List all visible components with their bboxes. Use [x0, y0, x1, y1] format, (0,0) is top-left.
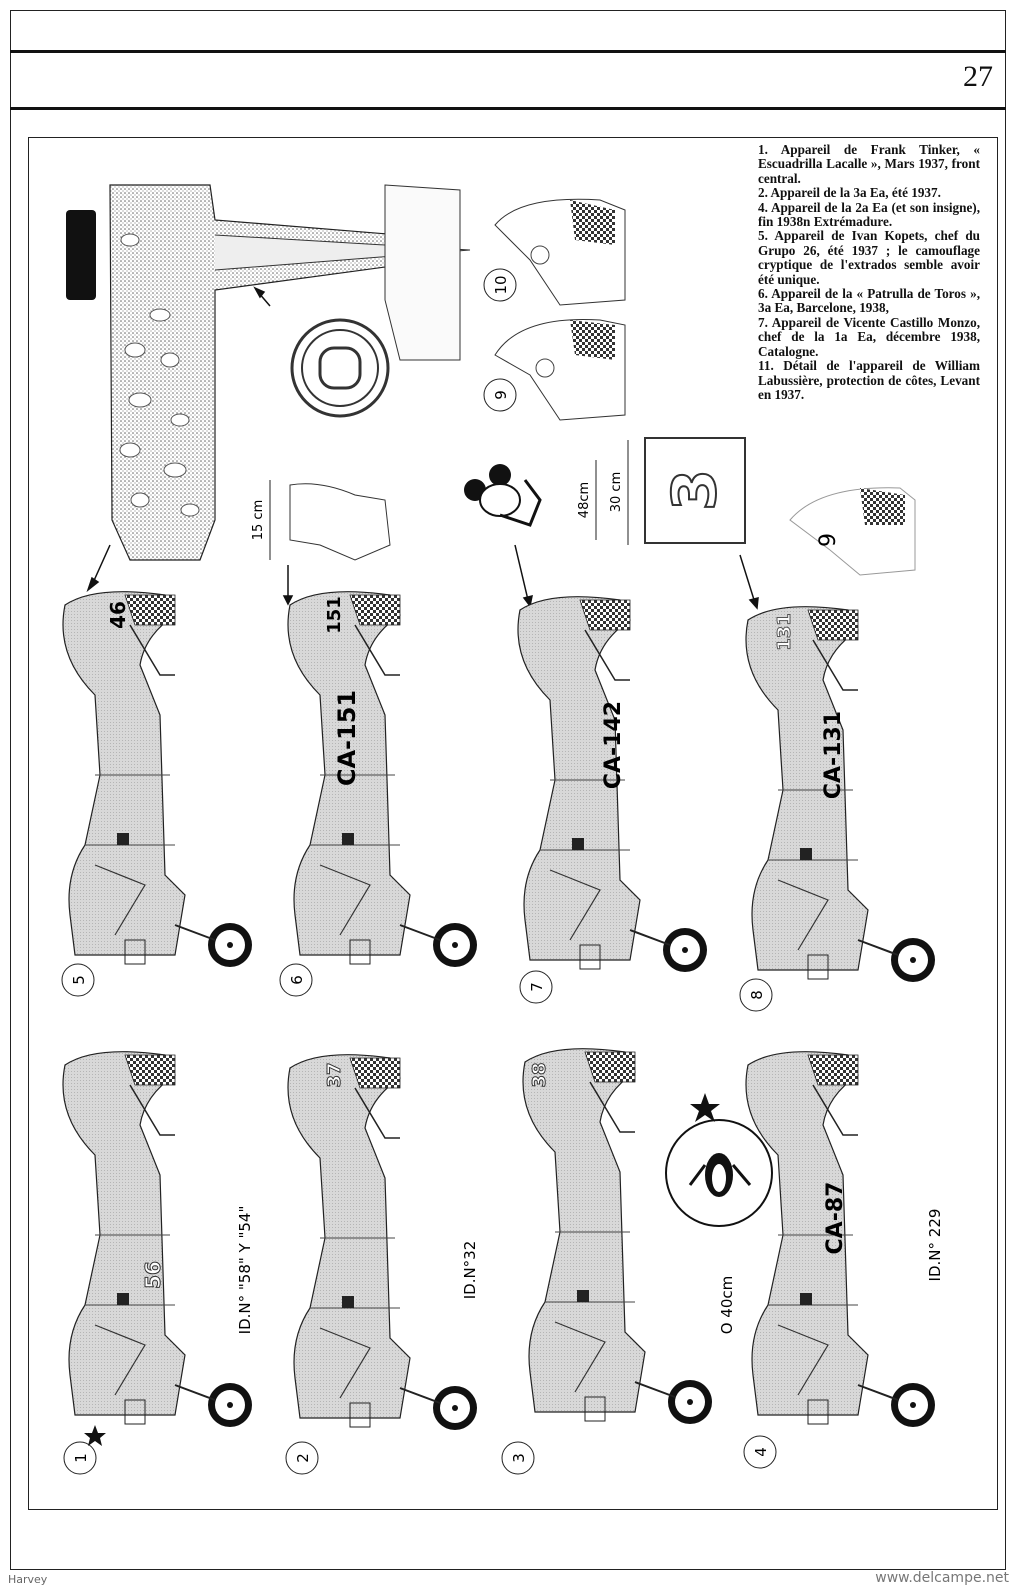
- caption-7: 7. Appareil de Vicente Castillo Monzo, c…: [758, 314, 980, 359]
- tail-11-number: 9: [816, 533, 841, 547]
- label-2: 2: [294, 1453, 312, 1463]
- header-rule-top: [10, 50, 1006, 53]
- footer-site: www.delcampe.net: [875, 1570, 1009, 1586]
- label-3: 3: [510, 1453, 528, 1463]
- side-view-5: [62, 590, 253, 968]
- tail-number-6: 151: [324, 596, 345, 634]
- tail-number-2: 37: [324, 1062, 345, 1087]
- illustration-plate: [28, 137, 998, 1510]
- tail-number-3: 38: [529, 1062, 550, 1087]
- side-view-1: [62, 1050, 253, 1428]
- mickey-mouse-insignia: [464, 464, 542, 527]
- penguin-insignia: [665, 1093, 773, 1227]
- code-8: CA-131: [821, 711, 846, 799]
- dimension-40cm: O 40cm: [718, 1276, 736, 1335]
- code-6: CA-151: [333, 690, 361, 786]
- id-2: ID.N°32: [461, 1241, 479, 1300]
- page-number: 27: [963, 60, 993, 93]
- top-row-labels: 5 6 7 8: [61, 963, 773, 1012]
- dimension-48cm: 48cm: [577, 482, 592, 518]
- caption-1: 1. Appareil de Frank Tinker, « Escuadril…: [758, 142, 980, 186]
- id-1: ID.N° "58" Y "54": [236, 1206, 254, 1335]
- label-5: 5: [70, 975, 88, 985]
- dimension-15cm: 15 cm: [251, 500, 266, 541]
- fuselage-number-1: 56: [141, 1261, 165, 1289]
- caption-5: 5. Appareil de Ivan Kopets, chef du Grup…: [758, 228, 980, 287]
- label-8: 8: [748, 990, 766, 1000]
- caption-11: 11. Détail de l'appareil de William Labu…: [758, 358, 980, 402]
- page-frame: [10, 10, 1006, 1570]
- side-view-2: [287, 1053, 478, 1431]
- dimension-markers: 15 cm 48cm 30 cm 3: [251, 437, 746, 561]
- tail-number-8: 131: [774, 613, 795, 651]
- id-4: ID.N° 229: [926, 1209, 944, 1282]
- caption-block: 1. Appareil de Frank Tinker, « Escuadril…: [758, 142, 980, 402]
- header-rule-bottom: [10, 107, 1006, 110]
- tail-10-label: 10: [492, 275, 510, 294]
- side-view-3: [522, 1047, 713, 1425]
- code-4: CA-87: [823, 1182, 848, 1255]
- caption-2: 2. Appareil de la 3a Ea, été 1937.: [758, 185, 941, 201]
- footer-credit: Harvey: [8, 1573, 48, 1586]
- label-1: 1: [72, 1453, 90, 1463]
- tail-detail-11: 9: [789, 487, 916, 576]
- label-7: 7: [528, 982, 546, 992]
- pointer-arrows: [86, 286, 759, 610]
- dimension-30cm: 30 cm: [609, 472, 624, 513]
- code-7: CA-142: [601, 701, 626, 789]
- numeral-3-stencil: 3: [660, 469, 730, 511]
- tail-detail-10: 10: [483, 198, 626, 306]
- caption-6: 6. Appareil de la « Patrulla de Toros »,…: [758, 286, 980, 316]
- tail-number-5: 46: [106, 601, 130, 629]
- top-view-aircraft: [66, 184, 471, 561]
- caption-4: 4. Appareil de la 2a Ea (et son insigne)…: [758, 199, 980, 230]
- tail-detail-9: 9: [483, 318, 626, 421]
- label-4: 4: [752, 1447, 770, 1457]
- side-view-6: [287, 590, 478, 968]
- label-6: 6: [288, 975, 306, 985]
- tail-9-label: 9: [492, 390, 510, 400]
- bottom-row-labels: 1 2 3 4: [63, 1425, 777, 1475]
